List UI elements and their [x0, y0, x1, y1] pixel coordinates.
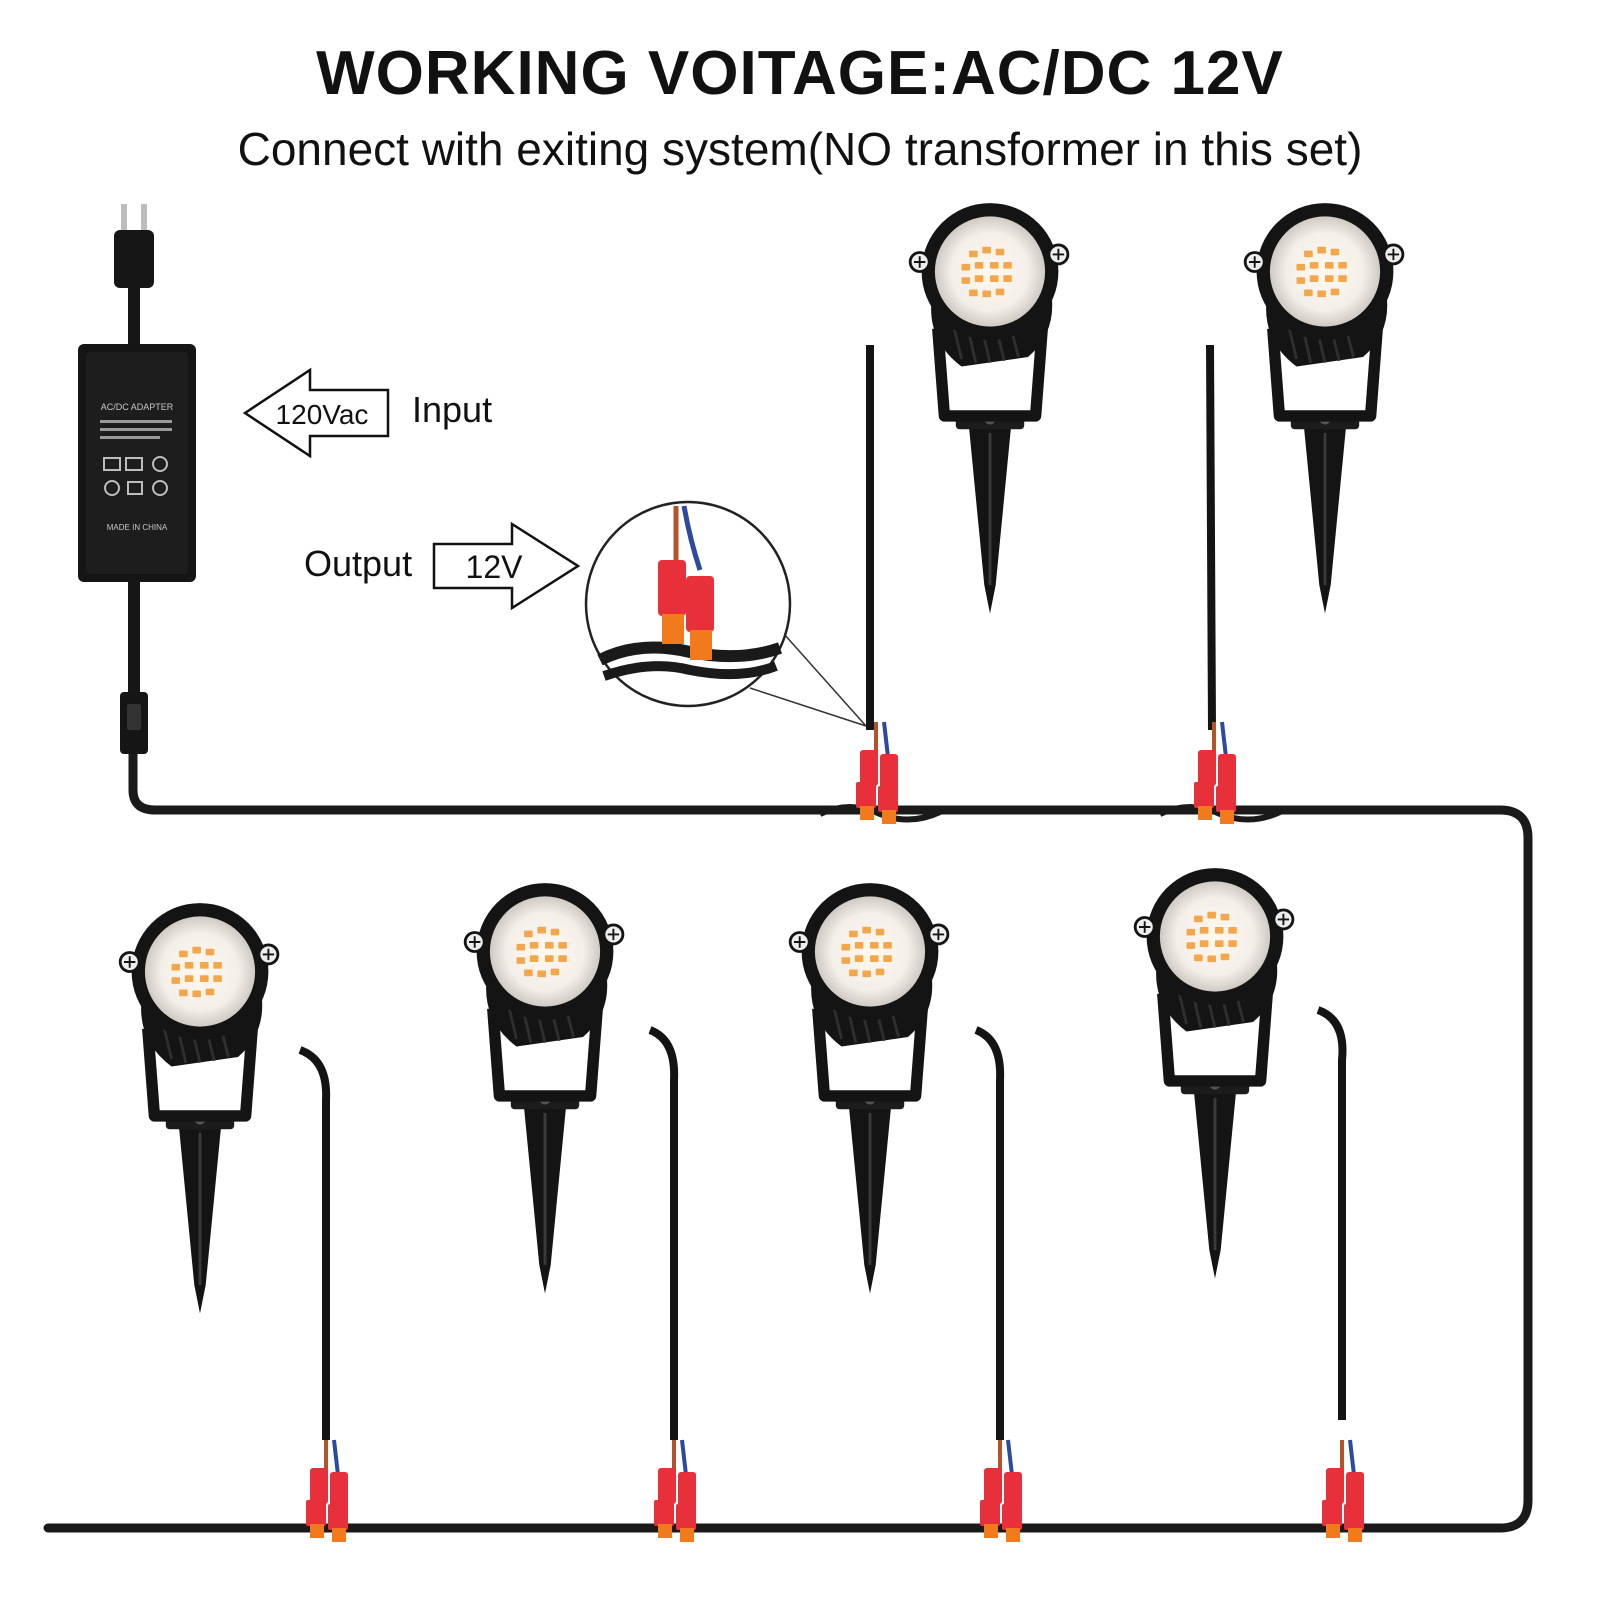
main-cable — [43, 685, 1533, 1533]
output-arrow: 12V — [432, 521, 581, 611]
plug-icon — [114, 204, 154, 344]
input-label: Input — [412, 389, 492, 430]
spotlight-icon — [1245, 203, 1403, 613]
input-arrow: 120Vac — [242, 367, 390, 459]
switch-icon — [120, 692, 148, 754]
spotlight-icon — [790, 883, 948, 1293]
diagram-subtitle: Connect with exiting system(NO transform… — [237, 123, 1363, 175]
adapter-label: AC/DC ADAPTER — [101, 402, 174, 412]
diagram-title: WORKING VOITAGE:AC/DC 12V — [316, 39, 1284, 108]
spotlight-icon — [1135, 868, 1293, 1278]
output-voltage: 12V — [466, 549, 524, 585]
spotlight-icon — [465, 883, 623, 1293]
adapter-icon: AC/DC ADAPTER MADE IN CHINA — [78, 344, 196, 692]
output-label: Output — [304, 543, 412, 584]
magnifier-callout-icon — [584, 500, 867, 727]
input-voltage: 120Vac — [276, 399, 369, 430]
adapter-made-in: MADE IN CHINA — [107, 523, 168, 532]
spotlight-icon — [120, 903, 278, 1313]
spotlight-icon — [910, 203, 1068, 613]
